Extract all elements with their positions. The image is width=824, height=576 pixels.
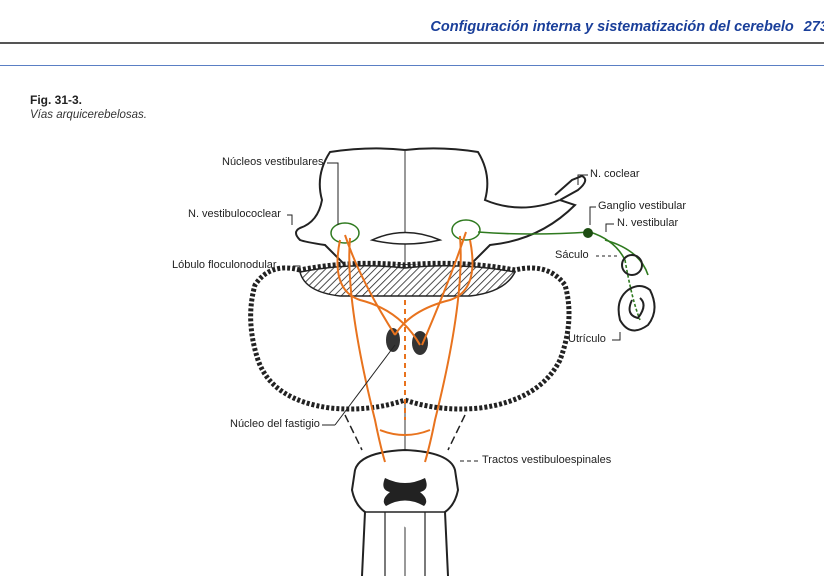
running-header: Configuración interna y sistematización … <box>430 19 824 35</box>
header-title: Configuración interna y sistematización … <box>430 19 794 35</box>
brainstem <box>295 147 577 266</box>
label-lobulo-floculonodular: Lóbulo floculonodular <box>172 259 277 271</box>
label-utriculo: Utrículo <box>568 333 606 345</box>
label-ganglio: Ganglio vestibular <box>598 200 687 212</box>
page-number: 273 <box>803 19 824 35</box>
label-tractos: Tractos vestibuloespinales <box>482 454 612 466</box>
gray-matter <box>383 478 427 506</box>
vestibular-ganglion <box>583 228 593 238</box>
label-nucleos-vestibulares: Núcleos vestibulares <box>222 156 324 168</box>
header-rule-blue <box>0 65 824 66</box>
figure-caption: Vías arquicerebelosas. <box>30 109 147 121</box>
label-saculo: Sáculo <box>555 249 589 261</box>
right-vestibular-nucleus <box>451 219 481 241</box>
label-n-coclear: N. coclear <box>590 168 640 180</box>
figure-number: Fig. 31-3. <box>30 93 83 107</box>
left-vestibular-nucleus <box>330 222 360 244</box>
label-n-vestibulococlear: N. vestibulococlear <box>188 208 281 220</box>
label-n-vestibular: N. vestibular <box>617 217 679 229</box>
label-nucleo-fastigio: Núcleo del fastigio <box>230 418 320 430</box>
cerebellum <box>248 260 572 412</box>
header-rule <box>0 42 824 44</box>
flocculonodular-lobe <box>299 265 517 297</box>
spinal-cord <box>350 448 460 576</box>
labyrinth <box>617 254 656 332</box>
